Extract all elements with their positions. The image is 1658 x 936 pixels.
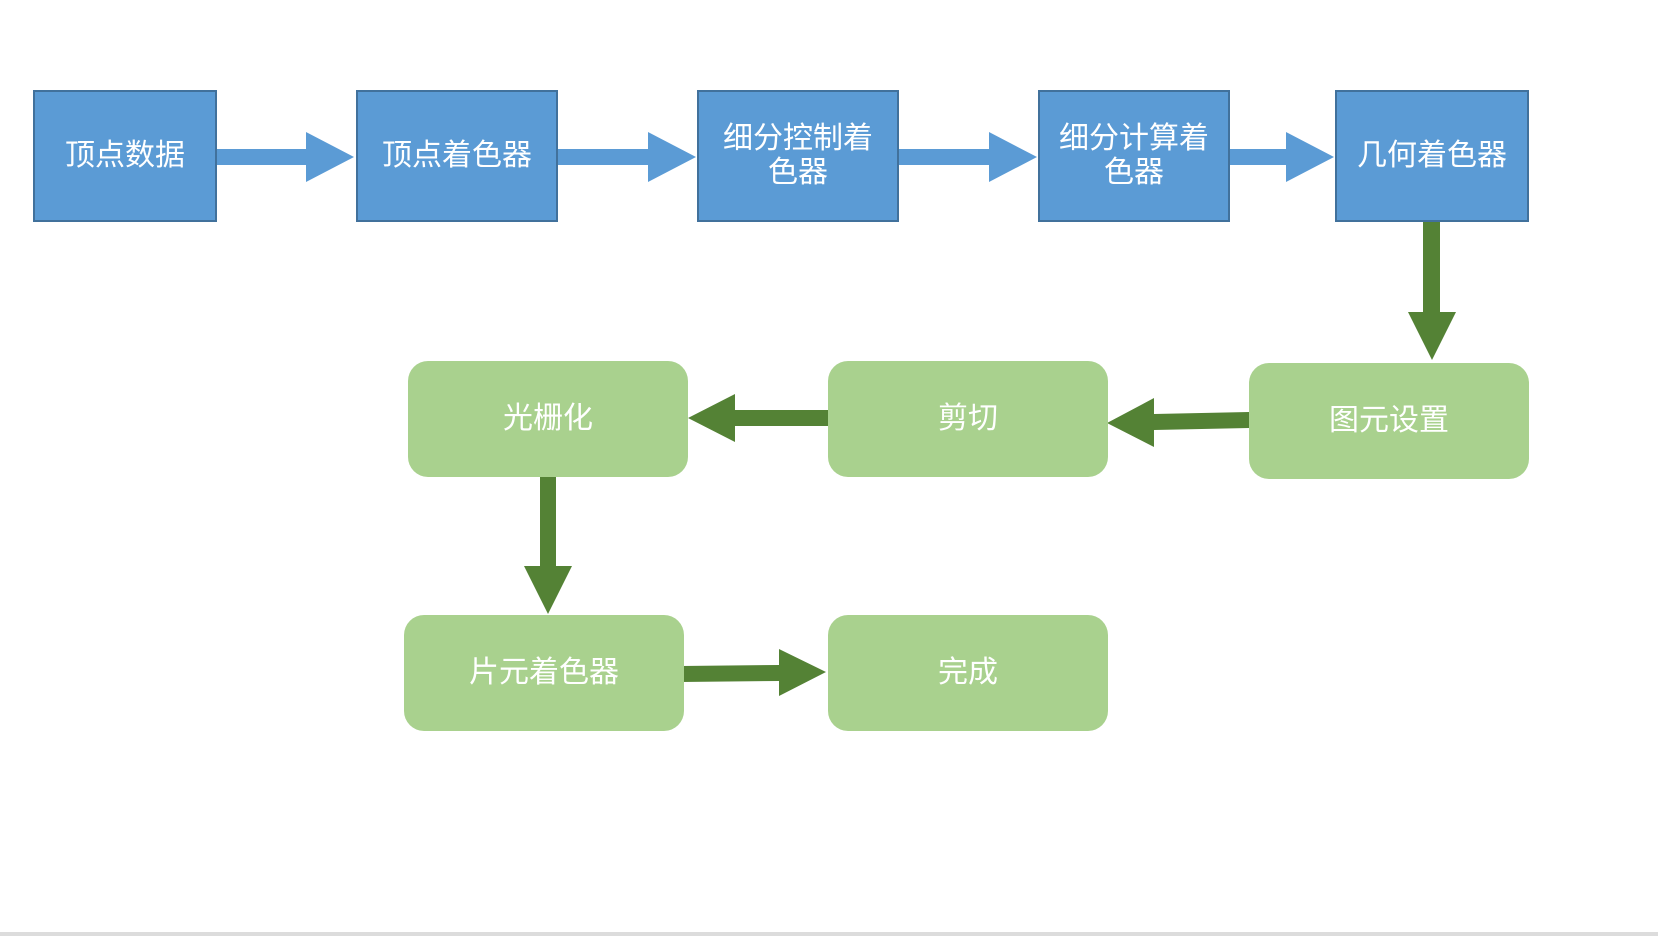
node-clipping-label: 剪切 [938,401,998,436]
node-tess-control-shader: 细分控制着色器 [697,90,899,222]
node-vertex-shader: 顶点着色器 [356,90,558,222]
node-primitive-setup-label: 图元设置 [1329,403,1449,438]
node-primitive-setup: 图元设置 [1249,363,1529,479]
arrow-geometry-to-primitive-setup [1408,222,1456,360]
node-geometry-shader-label: 几何着色器 [1357,138,1507,173]
node-clipping: 剪切 [828,361,1108,477]
node-tess-control-shader-label: 细分控制着色器 [723,121,873,190]
node-rasterization-label: 光栅化 [503,401,593,436]
node-done-label: 完成 [938,655,998,690]
node-fragment-shader: 片元着色器 [404,615,684,731]
node-geometry-shader: 几何着色器 [1335,90,1529,222]
node-done: 完成 [828,615,1108,731]
arrow-vertex-shader-to-tess-control [558,132,696,182]
arrow-vertex-data-to-vertex-shader [217,132,354,182]
arrow-tess-eval-to-geometry [1230,132,1334,182]
node-tess-evaluation-shader-label: 细分计算着色器 [1059,121,1209,190]
arrow-primitive-setup-to-clipping [1107,398,1249,447]
arrow-fragment-shader-to-done [681,649,826,696]
arrow-tess-control-to-tess-eval [899,132,1037,182]
node-vertex-data: 顶点数据 [33,90,217,222]
node-rasterization: 光栅化 [408,361,688,477]
node-tess-evaluation-shader: 细分计算着色器 [1038,90,1230,222]
node-vertex-shader-label: 顶点着色器 [382,138,532,173]
arrow-rasterization-to-fragment-shader [524,476,572,614]
node-fragment-shader-label: 片元着色器 [469,655,619,690]
node-vertex-data-label: 顶点数据 [65,138,185,173]
arrow-clipping-to-rasterization [688,394,828,442]
bottom-scroll-edge [0,932,1658,936]
